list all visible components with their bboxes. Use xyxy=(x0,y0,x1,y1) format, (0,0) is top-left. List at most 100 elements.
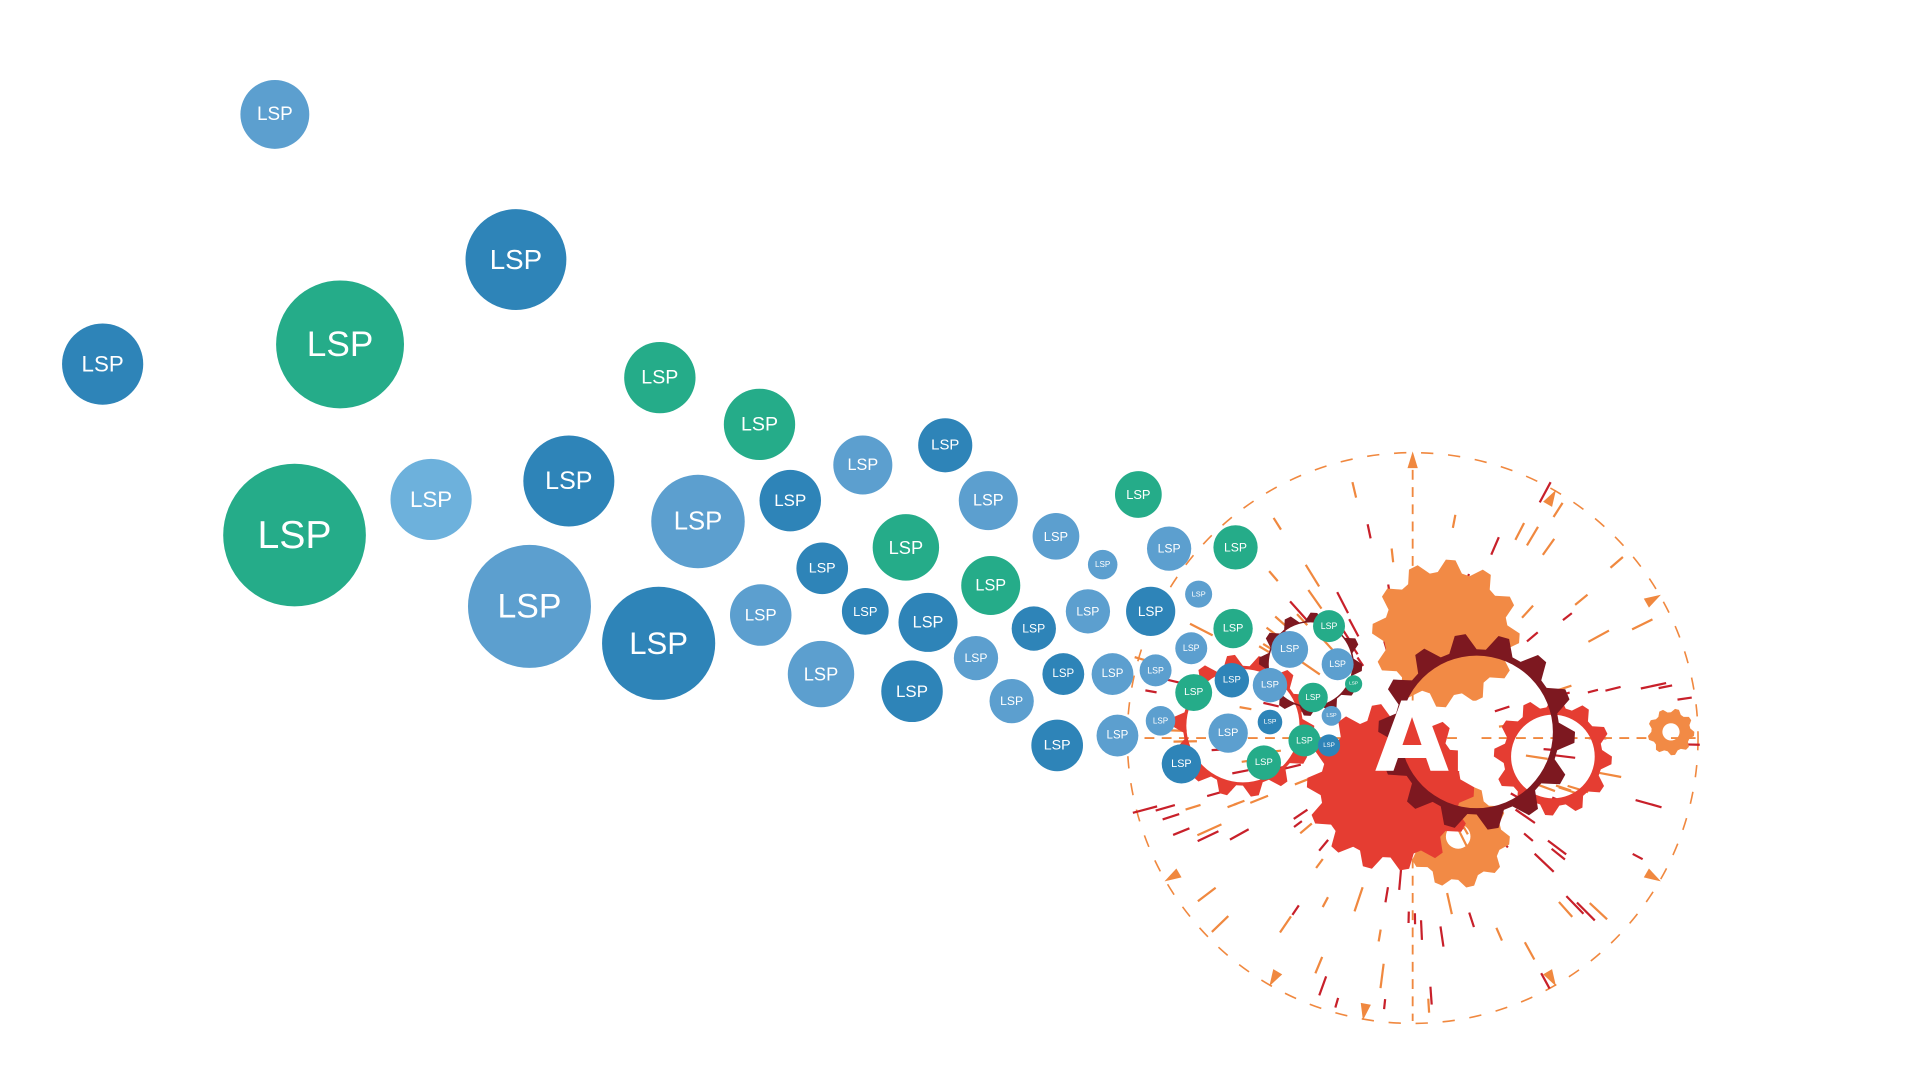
lsp-bubble: LSP xyxy=(651,474,745,569)
ai-label: AI xyxy=(1375,682,1485,794)
bubble-circle xyxy=(1087,549,1118,580)
burst-ray xyxy=(1189,622,1214,637)
burst-ray xyxy=(1419,920,1424,940)
bubble-circle xyxy=(1145,706,1176,736)
bubble-label: LSP xyxy=(257,104,293,125)
lsp-bubble: LSP xyxy=(1271,631,1309,668)
burst-ray xyxy=(1162,812,1180,821)
lsp-bubble: LSP xyxy=(841,587,889,635)
bubble-label: LSP xyxy=(1044,529,1068,544)
arrow-head-icon xyxy=(1543,969,1556,987)
lsp-bubble: LSP xyxy=(881,660,943,723)
lsp-bubble: LSP xyxy=(989,678,1034,724)
lsp-bubble: LSP xyxy=(1175,674,1213,711)
bubble-label: LSP xyxy=(1102,668,1124,680)
bubble-circle xyxy=(1288,724,1321,757)
lsp-bubble: LSP xyxy=(1321,648,1354,681)
bubble-circle xyxy=(1321,648,1354,681)
burst-ray xyxy=(1538,481,1552,503)
burst-ray xyxy=(1658,684,1673,690)
burst-ray xyxy=(1565,895,1585,915)
burst-ray xyxy=(1439,926,1445,947)
bubble-circle xyxy=(961,555,1021,616)
bubble-circle xyxy=(1345,675,1363,693)
bubble-circle xyxy=(1252,667,1288,703)
bubble-circle xyxy=(602,586,716,700)
lsp-bubble: LSP xyxy=(1096,714,1139,757)
bubble-circle xyxy=(1139,654,1172,687)
burst-ray xyxy=(1427,998,1431,1013)
bubble-circle xyxy=(841,587,889,635)
burst-ray xyxy=(1289,600,1308,621)
burst-ray xyxy=(1635,798,1662,809)
bubble-label: LSP xyxy=(1052,668,1074,680)
bubble-label: LSP xyxy=(1107,730,1129,742)
lsp-bubble: LSP xyxy=(961,555,1021,616)
bubble-label: LSP xyxy=(1126,487,1150,502)
bubble-label: LSP xyxy=(629,626,688,661)
bubble-circle xyxy=(1091,653,1134,695)
burst-ray xyxy=(1537,783,1556,793)
lsp-bubble: LSP xyxy=(1213,608,1253,649)
burst-ray xyxy=(1263,701,1280,708)
lsp-bubble: LSP xyxy=(1114,471,1162,518)
lsp-bubble: LSP xyxy=(240,79,310,149)
bubble-label: LSP xyxy=(82,352,124,377)
bubble-circle xyxy=(1214,663,1250,698)
arrow-head-icon xyxy=(1407,451,1418,469)
bubble-circle xyxy=(1208,713,1248,753)
burst-ray xyxy=(1521,604,1534,619)
burst-ray xyxy=(1547,839,1567,856)
burst-ray xyxy=(1533,852,1555,873)
bubble-label: LSP xyxy=(1044,737,1071,753)
burst-ray xyxy=(1366,524,1372,539)
lsp-bubble: LSP xyxy=(918,418,973,473)
bubble-label: LSP xyxy=(1000,694,1023,708)
lsp-bubble: LSP xyxy=(1246,745,1282,780)
lsp-bubble: LSP xyxy=(872,514,940,581)
lsp-bubble: LSP xyxy=(1032,512,1080,560)
burst-ray xyxy=(1379,963,1385,989)
burst-ray xyxy=(1197,886,1217,903)
bubble-circle xyxy=(467,544,591,668)
bubble-circle xyxy=(833,435,893,495)
lsp-bubble: LSP xyxy=(1288,724,1321,757)
burst-ray xyxy=(1232,769,1249,775)
burst-ray xyxy=(1587,688,1599,694)
bubble-label: LSP xyxy=(975,577,1006,595)
bubble-label: LSP xyxy=(641,367,678,389)
lsp-bubble: LSP xyxy=(1208,713,1248,753)
bubble-circle xyxy=(1065,589,1111,634)
bubble-circle xyxy=(723,388,796,461)
burst-ray xyxy=(1494,705,1510,713)
lsp-bubble: LSP xyxy=(223,463,366,607)
gear-cluster xyxy=(1171,559,1695,888)
bubble-label: LSP xyxy=(1329,659,1346,669)
burst-ray xyxy=(1554,754,1576,759)
burst-ray xyxy=(1282,763,1302,771)
bubble-label: LSP xyxy=(307,325,373,364)
bubble-circle xyxy=(1042,653,1085,695)
burst-ray xyxy=(1301,661,1321,676)
lsp-bubble: LSP xyxy=(1257,709,1283,735)
bubble-circle xyxy=(759,469,822,532)
bubble-label: LSP xyxy=(1321,621,1338,631)
bubble-circle xyxy=(953,635,999,681)
burst-ray xyxy=(1196,823,1222,837)
burst-ray xyxy=(1609,556,1624,569)
burst-ray xyxy=(1314,956,1324,974)
bubble-label: LSP xyxy=(498,587,562,625)
burst-ray xyxy=(1268,570,1279,582)
bubble-label: LSP xyxy=(809,560,836,576)
bubble-label: LSP xyxy=(1261,680,1279,691)
burst-ray xyxy=(1605,685,1621,692)
lsp-bubble: LSP xyxy=(759,469,822,532)
burst-ray xyxy=(1562,612,1573,622)
burst-ray xyxy=(1490,536,1500,556)
burst-ray xyxy=(1526,526,1539,546)
burst-ray xyxy=(1552,502,1564,518)
lsp-bubble: LSP xyxy=(390,458,472,540)
bubble-label: LSP xyxy=(1171,758,1191,770)
bubble-circle xyxy=(729,584,792,646)
